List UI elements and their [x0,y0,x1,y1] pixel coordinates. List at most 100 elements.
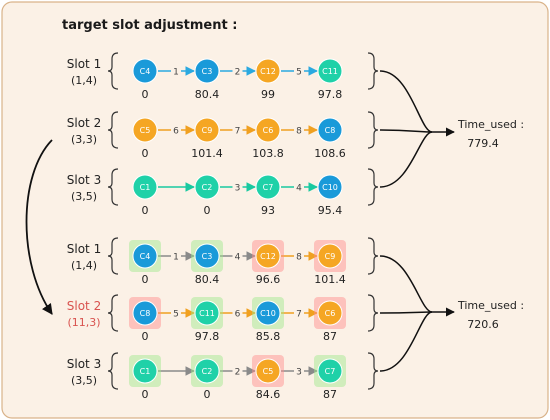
node-id: C6 [325,309,336,318]
converge-arrow-bottom [379,311,433,314]
node-value: 0 [204,204,211,217]
node-value: 99 [261,88,275,101]
arrow-label-bg [232,365,243,377]
node-circle [255,58,281,84]
node-value: 103.8 [252,147,284,160]
slot-coords: (1,4) [71,74,97,87]
arrow-label: 1 [173,68,179,78]
time-used-value: 720.6 [467,318,499,331]
arrow-label: 7 [296,310,302,320]
node-circle [132,58,158,84]
arrow-label: 1 [173,253,179,263]
arrow-label: 2 [235,368,241,378]
node-circle [255,243,281,269]
node-id: C1 [140,183,151,192]
arrow-label-bg [294,307,304,319]
left-brace [107,352,119,390]
node-id: C1 [140,367,151,376]
node-value: 96.6 [256,273,281,286]
node-value: 87 [323,330,337,343]
node-circle [255,358,281,384]
node-id: C7 [325,367,336,376]
node-circle [317,117,343,143]
arrow-label: 8 [296,127,302,137]
time-used-label: Time_used : [457,118,524,131]
arrow-label-bg [232,124,243,136]
node-circle [317,243,343,269]
right-brace [367,168,379,206]
arrow-label: 3 [235,184,241,194]
slot-label: Slot 1 [67,57,101,71]
node-value: 0 [142,388,149,401]
node-value: 0 [142,273,149,286]
node-value: 0 [204,388,211,401]
reassign-curve-arrow [25,139,53,315]
arrow-label-bg [232,250,243,262]
node-id: C8 [140,309,151,318]
node-id: C12 [260,252,276,261]
node-circle [132,117,158,143]
node-circle [255,300,281,326]
arrow-label: 4 [235,253,241,263]
slot-coords: (3,5) [71,374,97,387]
arrow-label: 5 [296,68,302,78]
arrow-label-bg [171,307,181,319]
node-circle [194,58,220,84]
node-value: 80.4 [195,88,220,101]
node-circle [194,300,220,326]
node-circle [255,117,281,143]
node-id: C10 [322,183,338,192]
node-id: C5 [140,126,151,135]
node-id: C4 [140,67,151,76]
arrow-label-bg [232,307,243,319]
right-brace [367,352,379,390]
node-value: 0 [142,88,149,101]
node-id: C9 [202,126,213,135]
node-value: 97.8 [318,88,343,101]
node-value: 93 [261,204,275,217]
node-id: C5 [263,367,274,376]
node-id: C12 [260,67,276,76]
node-circle [132,300,158,326]
node-value: 101.4 [314,273,346,286]
arrow-label-bg [171,65,181,77]
node-value: 101.4 [191,147,223,160]
node-circle [132,243,158,269]
arrow-label-bg [294,250,304,262]
slot-label: Slot 2 [67,299,101,313]
arrow-label: 6 [235,310,241,320]
right-brace [367,52,379,90]
node-value: 87 [323,388,337,401]
right-brace [367,237,379,275]
arrow-label: 8 [296,253,302,263]
node-value: 97.8 [195,330,220,343]
node-id: C9 [325,252,336,261]
arrow-label: 3 [296,368,302,378]
node-value: 108.6 [314,147,346,160]
node-value: 0 [142,330,149,343]
arrow-label-bg [294,181,304,193]
node-id: C2 [202,367,213,376]
slot-label: Slot 3 [67,173,101,187]
slot-label: Slot 1 [67,242,101,256]
node-value: 84.6 [256,388,281,401]
node-id: C2 [202,183,213,192]
node-circle [194,243,220,269]
node-circle [255,174,281,200]
arrow-label-bg [232,181,243,193]
slot-coords: (11,3) [67,316,100,329]
time-used-label: Time_used : [457,299,524,312]
converge-arrow-bottom [379,255,433,313]
node-value: 0 [142,147,149,160]
left-brace [107,294,119,332]
slot-coords: (1,4) [71,259,97,272]
slot-label: Slot 3 [67,357,101,371]
arrow-label-bg [294,365,304,377]
arrow-label: 2 [235,68,241,78]
node-circle [317,300,343,326]
arrow-label-bg [171,124,181,136]
arrow-label: 7 [235,127,241,137]
node-id: C10 [260,309,276,318]
